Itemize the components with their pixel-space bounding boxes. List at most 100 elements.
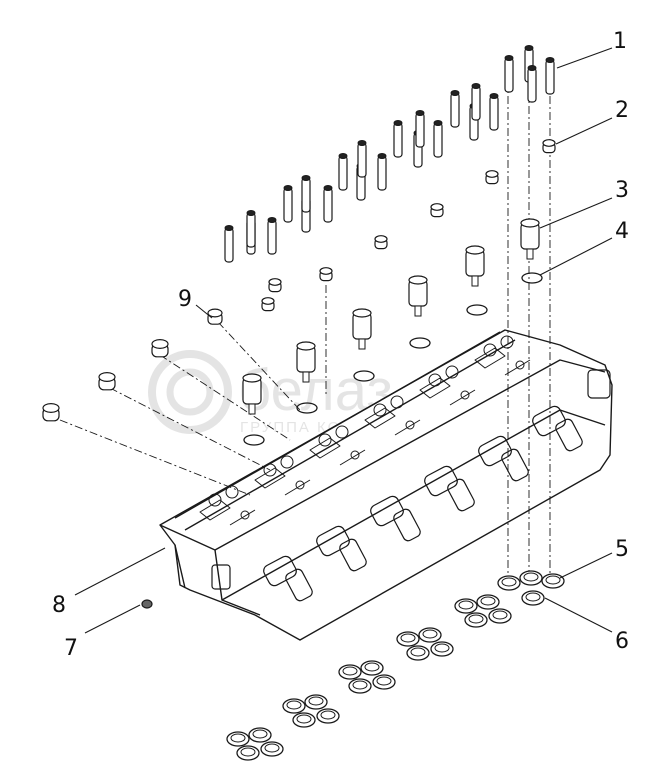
seal-ring-inner bbox=[458, 600, 474, 610]
bolt bbox=[377, 153, 387, 191]
callout-9: 9 bbox=[178, 287, 192, 312]
plug bbox=[207, 308, 223, 325]
bolt-head bbox=[524, 45, 534, 51]
bolt-shank bbox=[504, 57, 514, 93]
bolt-shank bbox=[471, 85, 481, 121]
bolt-head bbox=[357, 140, 367, 146]
seal-ring-inner bbox=[230, 733, 246, 743]
plug-top bbox=[151, 339, 169, 350]
seal-ring-inner bbox=[525, 592, 541, 602]
seal-ring-inner bbox=[264, 743, 280, 753]
o-ring bbox=[353, 370, 375, 382]
seal-ring-inner bbox=[422, 629, 438, 639]
callout-8: 8 bbox=[52, 593, 66, 618]
bolt-head bbox=[489, 93, 499, 99]
bolt bbox=[433, 120, 443, 158]
o-ring bbox=[243, 434, 265, 446]
alignment-lines bbox=[59, 80, 551, 575]
bolt-head bbox=[224, 225, 234, 231]
seal-ring-inner bbox=[501, 577, 517, 587]
bolt-head bbox=[504, 55, 514, 61]
plug bbox=[319, 267, 333, 282]
injector bbox=[296, 341, 316, 383]
plug bbox=[98, 372, 116, 391]
bolt-shank bbox=[323, 187, 333, 223]
bolt-head bbox=[246, 210, 256, 216]
injector-top bbox=[352, 308, 372, 318]
bolt-shank bbox=[393, 122, 403, 158]
plug bbox=[261, 297, 275, 312]
leader-lines bbox=[74, 47, 613, 634]
bolt-shank bbox=[224, 227, 234, 263]
injector-nozzle bbox=[414, 305, 422, 317]
o-ring bbox=[466, 304, 488, 316]
bolt bbox=[301, 175, 311, 213]
bolt bbox=[415, 110, 425, 148]
bolt-shank bbox=[301, 177, 311, 213]
bolt-head bbox=[545, 57, 555, 63]
bolt-head bbox=[338, 153, 348, 159]
bolt-shank bbox=[489, 95, 499, 131]
plug-top bbox=[374, 235, 388, 243]
seal-ring-inner bbox=[523, 572, 539, 582]
plug bbox=[42, 403, 60, 422]
bolt-shank bbox=[527, 67, 537, 103]
seal-ring-inner bbox=[364, 662, 380, 672]
bolt-shank bbox=[433, 122, 443, 158]
injector bbox=[352, 308, 372, 350]
injector-top bbox=[242, 373, 262, 383]
plug-top bbox=[319, 267, 333, 275]
seal-ring-inner bbox=[352, 680, 368, 690]
injector-top bbox=[465, 245, 485, 255]
plug bbox=[485, 170, 499, 185]
bolt bbox=[246, 210, 256, 248]
seal-ring-inner bbox=[286, 700, 302, 710]
plug-top bbox=[542, 139, 556, 147]
bolt bbox=[357, 140, 367, 178]
o-ring bbox=[296, 402, 318, 414]
bolt-head bbox=[283, 185, 293, 191]
seal-rings bbox=[226, 272, 565, 761]
plug-top bbox=[261, 297, 275, 305]
bolt-shank bbox=[283, 187, 293, 223]
injector bbox=[520, 218, 540, 260]
bolt-head bbox=[377, 153, 387, 159]
injectors bbox=[242, 218, 540, 415]
bolt-shank bbox=[338, 155, 348, 191]
plug-top bbox=[430, 203, 444, 211]
injector-nozzle bbox=[526, 248, 534, 260]
bolt-head bbox=[415, 110, 425, 116]
head-bolts bbox=[224, 45, 555, 263]
plug-top bbox=[268, 278, 282, 286]
callout-1: 1 bbox=[613, 29, 627, 54]
seal-ring-inner bbox=[240, 747, 256, 757]
bolt bbox=[393, 120, 403, 158]
seal-ring-inner bbox=[308, 696, 324, 706]
bolt-head bbox=[527, 65, 537, 71]
injector-nozzle bbox=[471, 275, 479, 287]
seal-ring-inner bbox=[468, 614, 484, 624]
injector bbox=[408, 275, 428, 317]
bolt-head bbox=[323, 185, 333, 191]
callout-5: 5 bbox=[615, 537, 629, 562]
bolt bbox=[524, 45, 534, 83]
bolt bbox=[527, 65, 537, 103]
bolt bbox=[471, 83, 481, 121]
seal-ring-inner bbox=[296, 714, 312, 724]
bolt-shank bbox=[246, 212, 256, 248]
bolt-head bbox=[433, 120, 443, 126]
seal-ring-inner bbox=[434, 643, 450, 653]
seal-ring-inner bbox=[342, 666, 358, 676]
o-ring bbox=[409, 337, 431, 349]
bolt bbox=[545, 57, 555, 95]
bolt bbox=[267, 217, 277, 255]
bolt-head bbox=[450, 90, 460, 96]
bolt bbox=[338, 153, 348, 191]
plug bbox=[430, 203, 444, 218]
plug-top bbox=[485, 170, 499, 178]
bolt-head bbox=[393, 120, 403, 126]
plug-top bbox=[42, 403, 60, 414]
bolt-shank bbox=[545, 59, 555, 95]
callout-7: 7 bbox=[64, 636, 78, 661]
